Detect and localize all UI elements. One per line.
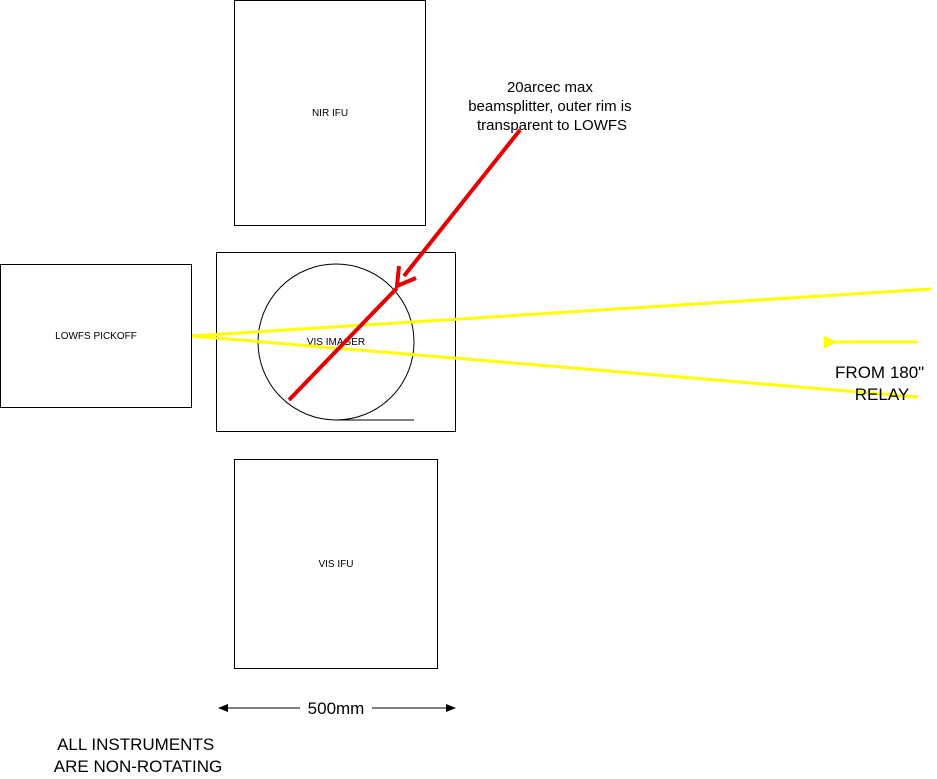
source-note-line-2: RELAY <box>855 385 910 404</box>
footer-note-line-1: ALL INSTRUMENTS <box>57 735 214 754</box>
beamsplitter-note-line-3: transparent to LOWFS <box>477 117 627 134</box>
vis-ifu-box: VIS IFU <box>234 459 438 669</box>
beamsplitter-note-line-2: beamsplitter, outer rim is <box>468 98 631 115</box>
vis-imager-label: VIS IMAGER <box>307 337 365 348</box>
beam-lower-line <box>191 334 919 399</box>
nir-ifu-box: NIR IFU <box>234 0 426 226</box>
beamsplitter-note: 20arcec max beamsplitter, outer rim is t… <box>468 79 636 134</box>
footer-note-line-2: ARE NON-ROTATING <box>54 757 222 776</box>
beamsplitter-note-line-1: 20arcec max <box>507 79 593 96</box>
footer-note: ALL INSTRUMENTS ARE NON-ROTATING <box>54 735 222 776</box>
nir-ifu-label: NIR IFU <box>312 108 348 119</box>
lowfs-pickoff-box: LOWFS PICKOFF <box>0 264 192 408</box>
beamsplitter-pointer-arrow <box>394 128 522 290</box>
beamsplitter-line <box>287 286 399 402</box>
source-note: FROM 180" RELAY <box>835 363 929 404</box>
scale-bar-label: 500mm <box>308 699 365 718</box>
source-note-line-1: FROM 180" <box>835 363 924 382</box>
vis-ifu-label: VIS IFU <box>318 559 353 570</box>
beam-upper-line <box>191 287 932 338</box>
scale-bar: 500mm <box>218 699 456 718</box>
lowfs-pickoff-label: LOWFS PICKOFF <box>55 331 137 342</box>
